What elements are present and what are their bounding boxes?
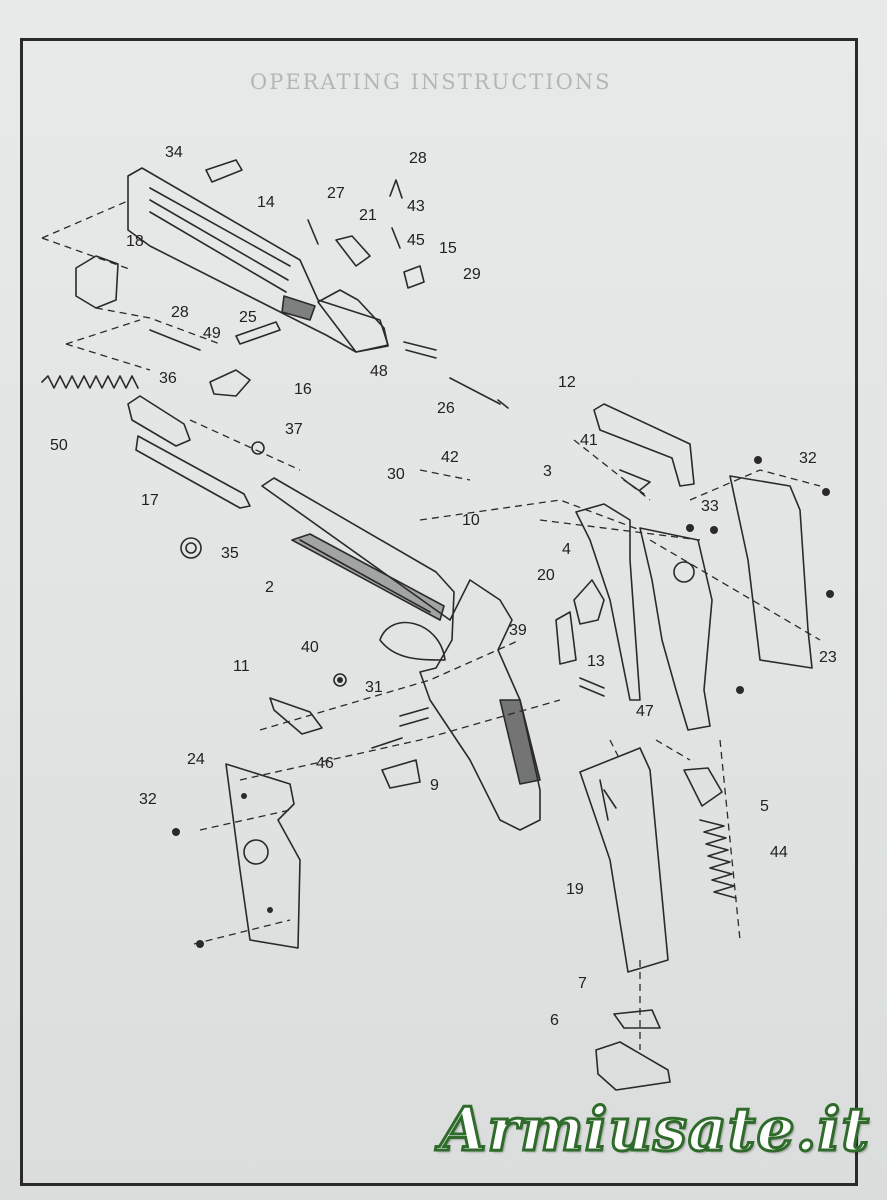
part-number-28: 28 — [409, 150, 427, 167]
part-number-50: 50 — [50, 437, 68, 454]
part-number-29: 29 — [463, 266, 481, 283]
part-number-7: 7 — [578, 975, 587, 992]
part-number-13: 13 — [587, 653, 605, 670]
part-number-36: 36 — [159, 370, 177, 387]
magazine-floorplate — [595, 1041, 671, 1091]
disassembly-latch — [593, 403, 695, 487]
frame — [261, 477, 541, 831]
part-number-28: 28 — [171, 304, 189, 321]
part-number-30: 30 — [387, 466, 405, 483]
part-number-41: 41 — [580, 432, 598, 449]
watermark-logo: Armiusate.it — [438, 1094, 871, 1167]
part-number-3: 3 — [543, 463, 552, 480]
part-number-20: 20 — [537, 567, 555, 584]
part-number-31: 31 — [365, 679, 383, 696]
recoil-spring — [41, 375, 139, 389]
part-number-43: 43 — [407, 198, 425, 215]
sear-plate — [639, 527, 713, 731]
part-number-47: 47 — [636, 703, 654, 720]
part-number-27: 27 — [327, 185, 345, 202]
part-number-35: 35 — [221, 545, 239, 562]
part-number-44: 44 — [770, 844, 788, 861]
part-number-15: 15 — [439, 240, 457, 257]
part-number-12: 12 — [558, 374, 576, 391]
part-number-19: 19 — [566, 881, 584, 898]
faded-title: OPERATING INSTRUCTIONS — [250, 70, 612, 94]
locking-block — [75, 255, 119, 309]
part-number-17: 17 — [141, 492, 159, 509]
part-number-39: 39 — [509, 622, 527, 639]
part-number-4: 4 — [562, 541, 571, 558]
part-number-49: 49 — [203, 325, 221, 342]
washer — [180, 537, 202, 559]
rear-sight — [205, 159, 243, 183]
right-grip-panel — [729, 475, 813, 669]
part-number-21: 21 — [359, 207, 377, 224]
part-number-14: 14 — [257, 194, 275, 211]
part-number-32: 32 — [799, 450, 817, 467]
part-number-2: 2 — [265, 579, 274, 596]
page-border — [20, 38, 858, 1186]
part-number-34: 34 — [165, 144, 183, 161]
trigger-bar — [575, 503, 641, 701]
part-number-9: 9 — [430, 777, 439, 794]
part-number-16: 16 — [294, 381, 312, 398]
part-number-26: 26 — [437, 400, 455, 417]
part-number-40: 40 — [301, 639, 319, 656]
part-number-11: 11 — [233, 658, 250, 675]
part-number-45: 45 — [407, 232, 425, 249]
part-number-25: 25 — [239, 309, 257, 326]
part-number-6: 6 — [550, 1012, 559, 1029]
part-number-5: 5 — [760, 798, 769, 815]
part-number-42: 42 — [441, 449, 459, 466]
part-number-46: 46 — [316, 755, 334, 772]
part-number-48: 48 — [370, 363, 388, 380]
part-number-32: 32 — [139, 791, 157, 808]
part-number-18: 18 — [126, 233, 144, 250]
left-grip-panel — [225, 763, 301, 949]
hammer — [317, 289, 389, 353]
part-number-33: 33 — [701, 498, 719, 515]
part-number-24: 24 — [187, 751, 205, 768]
part-number-37: 37 — [285, 421, 303, 438]
part-number-23: 23 — [819, 649, 837, 666]
part-number-10: 10 — [462, 512, 480, 529]
magazine — [579, 747, 669, 973]
barrel — [127, 395, 191, 447]
